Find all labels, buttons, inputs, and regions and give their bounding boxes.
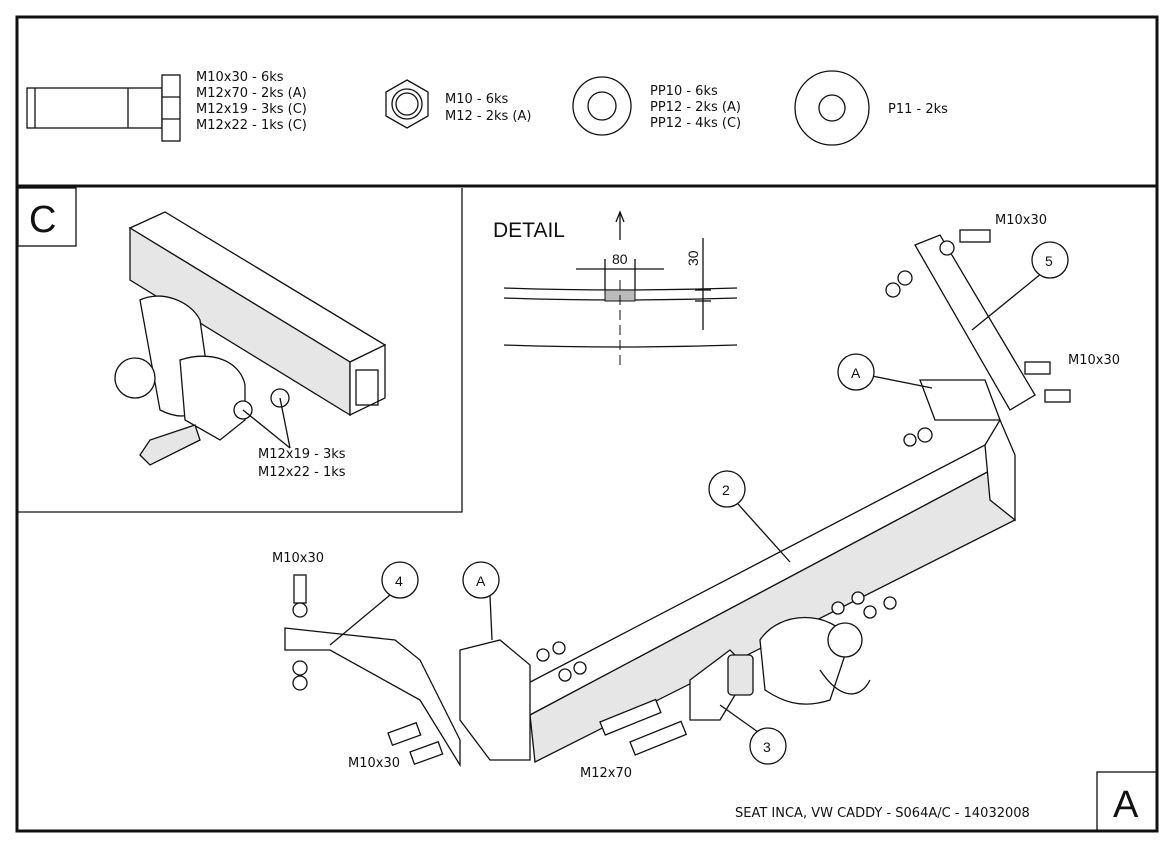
bolt-spec: M12x19 - 3ks (C) (196, 102, 307, 117)
washer-icon (572, 76, 632, 136)
callout-a-right: A (837, 353, 875, 391)
nut-icon (385, 79, 429, 129)
svg-text:3: 3 (763, 739, 771, 755)
main-assembly-view (284, 229, 1071, 768)
bolt-label: M10x30 (1068, 353, 1120, 368)
callout-4: 4 (381, 561, 419, 599)
parts-list: M10x30 - 6ks M12x70 - 2ks (A) M12x19 - 3… (26, 70, 948, 146)
callout-2: 2 (708, 470, 746, 508)
callout-a-left: A (462, 561, 500, 599)
bolt-spec: M10x30 - 6ks (196, 70, 284, 85)
bolt-spec: M12x22 - 1ks (C) (196, 118, 307, 133)
sheet-label-box (1096, 771, 1158, 832)
svg-text:5: 5 (1045, 253, 1053, 269)
svg-text:4: 4 (395, 573, 403, 589)
view-c-bolt-label: M12x22 - 1ks (258, 465, 346, 480)
callout-5: 5 (1031, 241, 1069, 279)
bolt-label: M10x30 (995, 213, 1047, 228)
view-c-label-box (17, 187, 77, 247)
sheet-label: A (1113, 784, 1139, 826)
svg-text:2: 2 (722, 482, 730, 498)
large-washer-spec: P11 - 2ks (888, 102, 948, 117)
washer-spec: PP10 - 6ks (650, 84, 718, 99)
view-c-label: C (29, 199, 56, 241)
large-washer-icon (794, 70, 870, 146)
detail-view: DETAIL 80 30 (493, 210, 738, 368)
view-c-detail: C (17, 187, 463, 513)
detail-height-dim: 30 (685, 250, 701, 266)
drawing-frame (15, 15, 1159, 833)
washer-spec: PP12 - 4ks (C) (650, 116, 741, 131)
nut-spec: M10 - 6ks (445, 92, 509, 107)
bolt-icon (26, 74, 181, 142)
svg-text:A: A (851, 365, 861, 381)
bolt-spec: M12x70 - 2ks (A) (196, 86, 307, 101)
callout-3: 3 (749, 727, 787, 765)
svg-text:A: A (476, 573, 486, 589)
view-c-bolt-label: M12x19 - 3ks (258, 447, 346, 462)
detail-title: DETAIL (493, 219, 565, 242)
detail-width-dim: 80 (612, 251, 628, 267)
bolt-label: M10x30 (348, 756, 400, 771)
nut-spec: M12 - 2ks (A) (445, 109, 531, 124)
bolt-label: M12x70 (580, 766, 632, 781)
drawing-caption: SEAT INCA, VW CADDY - S064A/C - 14032008 (735, 806, 1030, 821)
bolt-label: M10x30 (272, 551, 324, 566)
washer-spec: PP12 - 2ks (A) (650, 100, 741, 115)
